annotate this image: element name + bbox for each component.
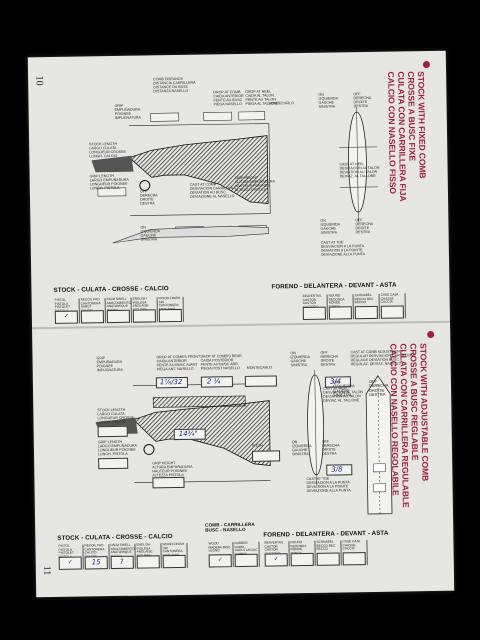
label-off-right-bottom: OFF DERECHA DROITE DESTRA — [320, 350, 339, 367]
label-on-left-adj: ON IZQUIERDA GAUCHE SINISTRA — [332, 379, 355, 398]
label-grip-height: GRIP HEIGHT ALTURA EMPUÑADURA HAUTEUR PO… — [234, 175, 276, 193]
label-cast-comb-adjustment: CAST AT COMB ADJUSTMENT REGULAR DESVIACI… — [350, 349, 415, 367]
label-drop-comb: DROP AT COMB CAIDA ANTERIOR PENTE AU BUS… — [213, 89, 244, 107]
drop-heel-input[interactable]: 2 ¼ — [200, 376, 233, 388]
montecarlo-input[interactable] — [244, 375, 277, 387]
forend-options-grid: BEAVERTAIL CASTOR CASTOR CASTORO ROUND R… — [301, 293, 406, 321]
stock-option-pistol-bottom[interactable]: PISTOL PISTOLA PISTOLET PISTOLA✓ — [57, 544, 84, 570]
label-grip-height-bottom: GRIP HEIGHT ALTURA EMPUÑADURA HAUTEUR PO… — [152, 461, 193, 478]
label-grip-length-bottom: GRIP LENGTH LARGO EMPUÑADURA LONGUEUR PO… — [97, 439, 138, 457]
grip-length-input[interactable] — [98, 457, 129, 470]
forend-option-round[interactable]: ROUND REDONDA RONDE TONDA — [327, 293, 354, 320]
stock-options-grid: PISTOL PISTOLA PISTOLET PISTOLA✓ RECOIL … — [53, 296, 184, 324]
stock-side-diagram — [91, 111, 271, 244]
forend-option-round-bottom[interactable]: ROUND REDONDA RONDE TONDA — [289, 540, 316, 567]
label-on-left: ON IZQUIERDA GAUCHE SINISTRA — [140, 225, 161, 242]
label-cast-toe-bottom: CAST AT TOE DESVIACION A LA PUNTA DEVIAT… — [306, 476, 351, 493]
badge-icon — [422, 61, 431, 69]
label-on-left-3: ON IZQUIERDA GAUCHE SINISTRA — [320, 218, 341, 235]
label-off-right: OFF DERECHA DROITE DESTRA — [139, 189, 158, 206]
stock-option-pistol[interactable]: PISTOL PISTOLA PISTOLET PISTOLA✓ — [53, 298, 80, 324]
pitch-input[interactable] — [251, 450, 281, 462]
comb-option-rubber[interactable]: RUBBER GOMA CAOUTCHOUC GOMMA — [233, 541, 260, 568]
forend-option-schnabel-bottom[interactable]: SCHNABEL BECCO BEC BECCO — [315, 540, 342, 566]
label-cast-toe: CAST AT TOE DESVIACION A LA PUNTA DEVIAT… — [320, 240, 366, 257]
badge-icon-bottom — [427, 330, 435, 339]
label-grip-length: GRIP LENGTH LARGO EMPUÑADURA LONGUEUR PO… — [89, 173, 129, 191]
cast-toe-input[interactable]: 3/8 — [326, 464, 353, 476]
forend-header: FOREND - DELANTERA - DEVANT - ASTA — [271, 281, 397, 291]
label-drop-comb-rear: DROP AT COMB'S REAR CAIDA POSTERIOR PENT… — [200, 353, 242, 371]
stock-option-wood[interactable]: WOOD FINISH SIN CANTONERA FINIS BOIS PIE… — [157, 296, 184, 323]
comb-header: COMB - CARRILLERA BUSC - NASELLO — [205, 521, 255, 533]
label-cast-comb: CAST AT COMB DESVIACION CARRILLERA DEVIA… — [189, 182, 236, 199]
drop-comb-input[interactable]: 1⅞/32 — [155, 376, 188, 389]
label-grip-bottom: GRIP EMPUÑADURA POIGNEE IMPUGNATURA — [96, 356, 124, 373]
grip-height-input[interactable] — [152, 476, 185, 489]
stock-option-english-bottom[interactable]: ENGLISH INGLESA ANGLAISE INGLESE — [135, 542, 162, 569]
label-off-right-3: OFF DERECHA DROITE DESTRA — [355, 218, 374, 235]
stock-option-english[interactable]: ENGLISH INGLESA ANGLAISE INGLESE — [131, 296, 158, 323]
forend-option-schnabel[interactable]: SCHNABEL BECCO BEC BECCO — [353, 293, 380, 320]
page-number-bottom: 11 — [41, 565, 53, 576]
stock-options-grid-bottom: PISTOL PISTOLA PISTOLET PISTOLA✓ RECOIL … — [57, 542, 188, 570]
label-on-left-bottom: ON IZQUIERDA GAUCHE SINISTRA — [290, 351, 311, 368]
stock-length-input[interactable]: 14¾" — [173, 428, 206, 441]
forend-header-bottom: FOREND - DELANTERA - DEVANT - ASTA — [263, 529, 389, 539]
comb-option-wood[interactable]: WOOD MADERA BOIS LEGNO✓ — [207, 541, 234, 568]
stock-option-recoil[interactable]: RECOIL PAD CANTONERA SABOT CALCIO — [79, 297, 106, 324]
comb-adjustment-diagram — [365, 375, 393, 515]
label-comb-distance: COMB DISTANCE DISTANCIA CARRILLERA DISTA… — [153, 76, 196, 94]
grip-input[interactable] — [97, 425, 128, 438]
label-stock-length: STOCK LENGTH LARGO CULATA LONGUEUR CROSS… — [89, 141, 126, 159]
label-on-left-2: ON IZQUIERDA GAUCHE SINISTRA — [318, 92, 339, 109]
label-off-right-adj: OFF DERECHA DROITE DESTRA — [368, 378, 389, 398]
label-stock-length-bottom: STOCK LENGTH LARGO CULATA LONGUEUR CROSS… — [97, 407, 135, 425]
forend-option-beavertail[interactable]: BEAVERTAIL CASTOR CASTOR CASTORO — [301, 294, 328, 321]
label-cast-heel: CAST AT HEEL DESVIACION AL TALON DEVIATI… — [339, 162, 380, 179]
stock-header-bottom: STOCK - CULATA - CROSSE - CALCIO — [57, 533, 173, 542]
label-pitch: PITCH — [251, 443, 263, 448]
stock-top-view — [339, 107, 378, 223]
forend-options-grid-bottom: BEAVERTAIL CASTOR CASTOR CASTORO✓ ROUND … — [263, 539, 368, 567]
label-off-right-bottom-2: OFF DERECHA DROITE DESTRA — [321, 439, 340, 456]
forend-option-case[interactable]: CASE CAJA CHASSE CACCIA — [379, 293, 406, 319]
label-montecarlo-bottom: MONTECARLO — [246, 365, 273, 370]
label-off-right-2: OFF DERECHA DROITE DESTRA — [353, 92, 372, 109]
adjustable-top-view — [307, 369, 325, 485]
stock-option-palm-bottom[interactable]: PALM SWELL ABULTAMIENTO ANATOMIQUE BUGNA… — [109, 543, 136, 570]
forend-option-case-bottom[interactable]: CASE CAJA CHASSE CACCIA — [341, 539, 368, 566]
forend-option-beavertail-bottom[interactable]: BEAVERTAIL CASTOR CASTOR CASTORO✓ — [263, 540, 290, 567]
stock-option-wood-bottom[interactable]: WOOD FINISH SIN CANTONERA FINIS BOIS FIN… — [161, 542, 188, 569]
stock-header: STOCK - CULATA - CROSSE - CALCIO — [53, 285, 169, 294]
page-number: 10 — [33, 75, 45, 86]
label-grip: GRIP EMPUÑADURA POIGNEE IMPUGNATURA — [114, 103, 142, 120]
stock-option-palm[interactable]: PALM SWELL ABULTAMIENTO ANATOMIQUE BUGNA — [105, 297, 132, 324]
label-montecarlo: MONTECARLO — [268, 101, 294, 106]
label-on-left-bottom-2: ON IZQUIERDA GAUCHE SINISTRA — [291, 440, 312, 457]
label-drop-comb-front: DROP AT COMB'S FRONT CAIDA ANTERIOR PENT… — [156, 354, 201, 372]
comb-options-grid: WOOD MADERA BOIS LEGNO✓ RUBBER GOMA CAOU… — [207, 541, 260, 568]
